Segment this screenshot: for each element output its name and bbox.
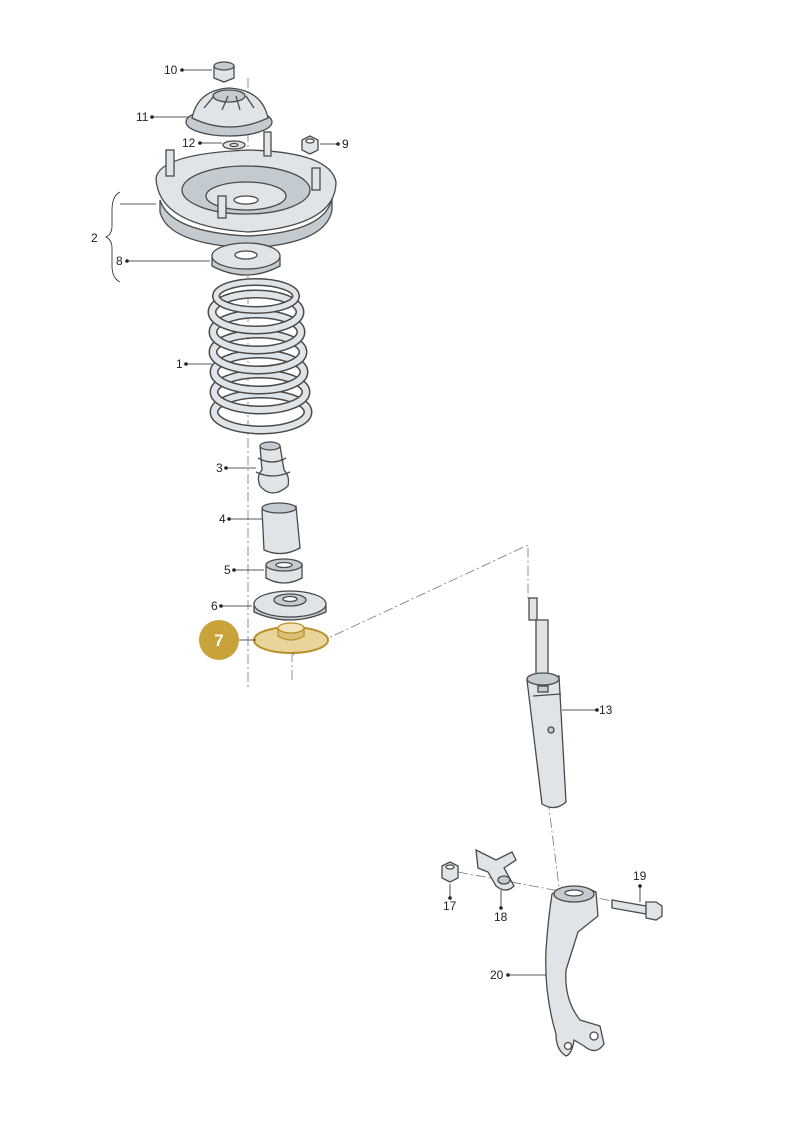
highlight-badge[interactable]: 7 [199, 620, 256, 660]
callout-12[interactable]: 12 [182, 136, 222, 150]
callout-6[interactable]: 6 [211, 599, 252, 613]
callout-5[interactable]: 5 [224, 563, 264, 577]
part-8-spring-seat[interactable] [211, 242, 281, 276]
part-20-fork[interactable] [545, 885, 605, 1057]
callout-19-label: 19 [633, 869, 647, 883]
callout-1[interactable]: 1 [176, 357, 212, 371]
callout-4[interactable]: 4 [219, 512, 262, 526]
part-11-strut-mount[interactable] [185, 87, 273, 137]
part-19-bolt[interactable] [611, 899, 663, 921]
part-4-protective-sleeve[interactable] [261, 502, 301, 555]
callout-18[interactable]: 18 [494, 890, 508, 924]
part-7-highlighted-seat[interactable] [253, 622, 329, 654]
part-18-bracket[interactable] [475, 848, 517, 891]
part-10-nut[interactable] [213, 61, 235, 83]
callout-13[interactable]: 13 [562, 703, 613, 717]
callout-10[interactable]: 10 [164, 63, 212, 77]
callout-20-label: 20 [490, 968, 504, 982]
part-17-nut[interactable] [441, 861, 459, 883]
part-3-bump-stop[interactable] [255, 441, 291, 494]
callout-6-label: 6 [211, 599, 218, 613]
callout-3-label: 3 [216, 461, 223, 475]
part-13-shock-absorber[interactable] [526, 597, 567, 809]
part-5-bushing[interactable] [265, 558, 303, 584]
callout-2[interactable]: 2 [91, 231, 98, 245]
callout-19[interactable]: 19 [633, 869, 647, 902]
callout-9-label: 9 [342, 137, 349, 151]
callout-4-label: 4 [219, 512, 226, 526]
part-12-washer[interactable] [222, 140, 246, 150]
callout-2-label: 2 [91, 231, 98, 245]
part-6-lower-spring-seat[interactable] [253, 590, 327, 621]
callout-11[interactable]: 11 [136, 110, 188, 124]
callout-13-label: 13 [599, 703, 613, 717]
callout-18-label: 18 [494, 910, 508, 924]
callout-8-label: 8 [116, 254, 123, 268]
callout-9[interactable]: 9 [320, 137, 349, 151]
part-9-nut[interactable] [301, 135, 319, 155]
part-2-top-mount-plate[interactable] [155, 131, 337, 249]
callout-12-label: 12 [182, 136, 196, 150]
callout-17[interactable]: 17 [443, 884, 457, 913]
callout-1-label: 1 [176, 357, 183, 371]
callout-10-label: 10 [164, 63, 178, 77]
callout-11-label: 11 [136, 110, 149, 124]
part-2-bracket-brace [105, 191, 156, 283]
callout-8[interactable]: 8 [116, 254, 210, 268]
part-1-coil-spring[interactable] [207, 278, 313, 435]
callout-3[interactable]: 3 [216, 461, 256, 475]
callout-17-label: 17 [443, 899, 457, 913]
callout-20[interactable]: 20 [490, 968, 546, 982]
callout-5-label: 5 [224, 563, 231, 577]
highlight-label: 7 [214, 631, 223, 650]
